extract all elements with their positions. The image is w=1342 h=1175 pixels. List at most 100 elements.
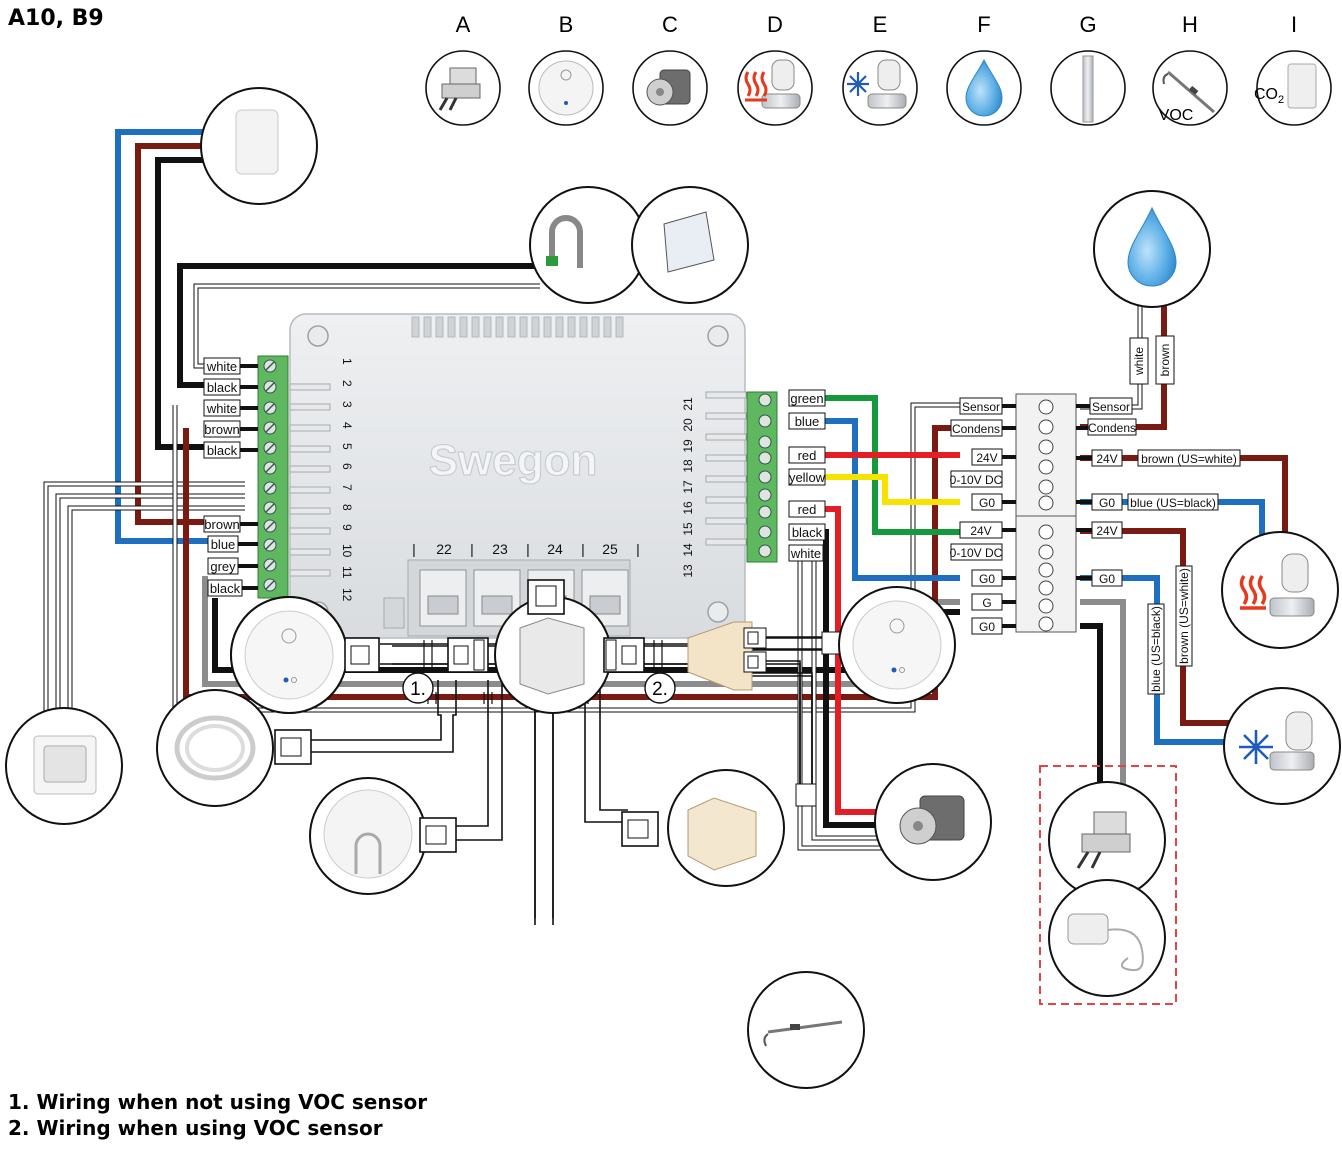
callout-2: 2. (644, 672, 676, 704)
rj-connector (795, 783, 817, 807)
wire-yellow (815, 474, 960, 505)
legend-item-a: A (425, 12, 501, 126)
rj-connector (743, 627, 767, 649)
terminal-number: 6 (340, 463, 354, 470)
wall-sensor (200, 87, 318, 205)
legend-item-c: C (632, 12, 708, 126)
terminal-number: 5 (340, 443, 354, 450)
relay-label: G0 (979, 496, 995, 510)
co2-label: CO2 (1254, 86, 1284, 106)
wire-label: red (798, 502, 817, 517)
relay-label: 24V (970, 524, 991, 538)
left-pin-strip (289, 383, 331, 577)
terminal-number: 4 (340, 422, 354, 429)
left-wire-labels: white black white brown black brown blue… (203, 357, 258, 597)
valve-wire-labels: brown (US=white) blue (US=black) brown (… (1127, 449, 1241, 695)
relay-label: Condens (952, 422, 1000, 436)
rj-connector (447, 637, 489, 673)
left-terminal-block (257, 355, 289, 599)
svg-text:|: | (470, 541, 474, 557)
heating-valve-icon (744, 59, 801, 109)
rj-connector (621, 811, 659, 847)
terminal-number: 12 (340, 588, 354, 602)
legend-letter-c: C (662, 12, 678, 37)
wire-label: blue (211, 537, 236, 552)
terminal-number: 9 (340, 524, 354, 531)
wire-label: black (207, 443, 238, 458)
callout-label: 1. (410, 679, 426, 700)
terminal-number: 18 (681, 459, 695, 473)
port-number: 24 (547, 541, 563, 557)
svg-text:|: | (412, 541, 416, 557)
wire-blue (115, 129, 208, 544)
heating-valve (1221, 531, 1339, 649)
damper-actuator (874, 763, 992, 881)
damper-actuator-icon (646, 69, 691, 106)
cooling-valve (1223, 687, 1341, 805)
cooling-valve-icon (847, 59, 907, 109)
water-drop-icon (965, 58, 1003, 117)
rj-splitter (494, 596, 612, 714)
relay-label: G0 (979, 572, 995, 586)
wire-label: brown (204, 517, 239, 532)
condensation-sensor (1093, 190, 1211, 308)
valve-wire-label: brown (US=white) (1141, 452, 1237, 466)
wire-label: white (1132, 347, 1146, 376)
legend-row: A B C (425, 12, 1332, 126)
wire-label: green (790, 391, 823, 406)
note-with-voc: 2. Wiring when using VOC sensor (8, 1116, 383, 1140)
right-wire-labels: green blue red yellow red black white (788, 389, 826, 562)
relay-right-labels: Sensor Condens 24V G0 24V G0 (1076, 397, 1137, 587)
co2-sensor-icon (1287, 63, 1317, 109)
port-number: 23 (492, 541, 508, 557)
wire-label: grey (210, 559, 236, 574)
wire-label: brown (204, 422, 239, 437)
wire-label: white (206, 401, 237, 416)
power-adapter (1048, 879, 1166, 997)
port-number-row: | 22 | 23 | 24 | 25 | (412, 541, 640, 557)
legend-item-f: F (946, 12, 1022, 126)
terminal-number: 17 (681, 480, 695, 494)
controller-brand-logo: Swegon (429, 436, 598, 485)
rj-connector (419, 817, 457, 853)
callout-label: 2. (652, 679, 668, 700)
wire-brown (183, 425, 960, 700)
relay-label: G0 (979, 620, 995, 634)
right-terminal-block (746, 391, 778, 563)
rj-connector (274, 729, 312, 765)
window-contact (631, 186, 749, 304)
relay-label: Sensor (962, 400, 1000, 414)
y-adapter (687, 621, 753, 691)
legend-item-g: G (1050, 12, 1126, 126)
terminal-number: 3 (340, 401, 354, 408)
svg-text:|: | (581, 541, 585, 557)
callout-1: 1. (402, 672, 434, 704)
vent-slots (411, 316, 624, 338)
legend-letter-h: H (1182, 12, 1198, 37)
right-pin-strip (705, 391, 747, 546)
wire-label: yellow (789, 470, 826, 485)
terminal-number: 10 (340, 544, 354, 558)
terminal-number: 11 (340, 566, 354, 579)
terminal-number: 16 (681, 501, 695, 515)
relay-label: G0 (1099, 496, 1115, 510)
wires (43, 129, 1288, 918)
dashed-optional-box (1039, 765, 1177, 1005)
wire-blue (815, 418, 960, 581)
relay-label: G0 (1099, 572, 1115, 586)
right-terminal-numbers: 21 20 19 18 17 16 15 14 13 (681, 397, 695, 578)
legend-letter-g: G (1079, 12, 1096, 37)
room-unit-icon (538, 60, 594, 116)
relay-label: Condens (1088, 421, 1136, 435)
relay-label: 24V (1096, 452, 1117, 466)
terminal-number: 7 (340, 484, 354, 491)
room-unit-bottom-right (838, 586, 956, 704)
terminal-number: 19 (681, 439, 695, 453)
rj-connector (743, 651, 767, 673)
legend-item-h: H VOC (1152, 12, 1228, 126)
rj-connector (344, 637, 380, 673)
relay-label: 24V (1096, 524, 1117, 538)
cable-coil (156, 689, 274, 807)
wire-label: black (207, 380, 238, 395)
wire-red (815, 506, 892, 815)
